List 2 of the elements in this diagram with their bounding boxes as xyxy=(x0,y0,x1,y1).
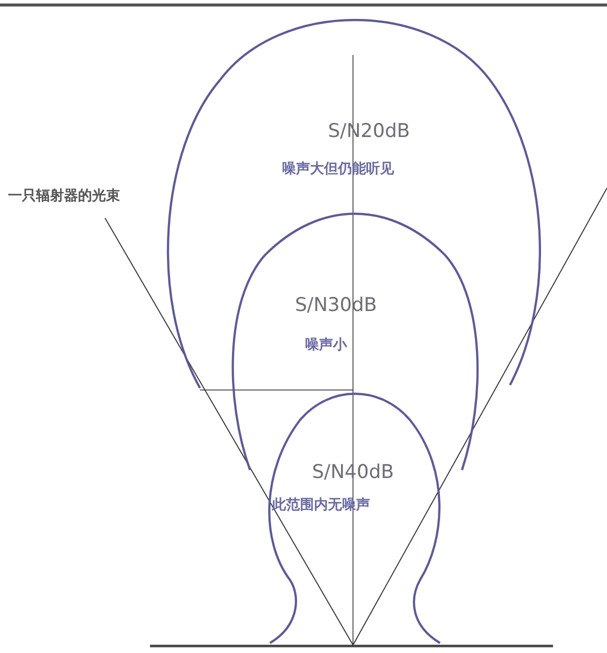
zone-description: 噪声小 xyxy=(305,336,347,354)
beam-label: 一只辐射器的光束 xyxy=(8,187,120,205)
